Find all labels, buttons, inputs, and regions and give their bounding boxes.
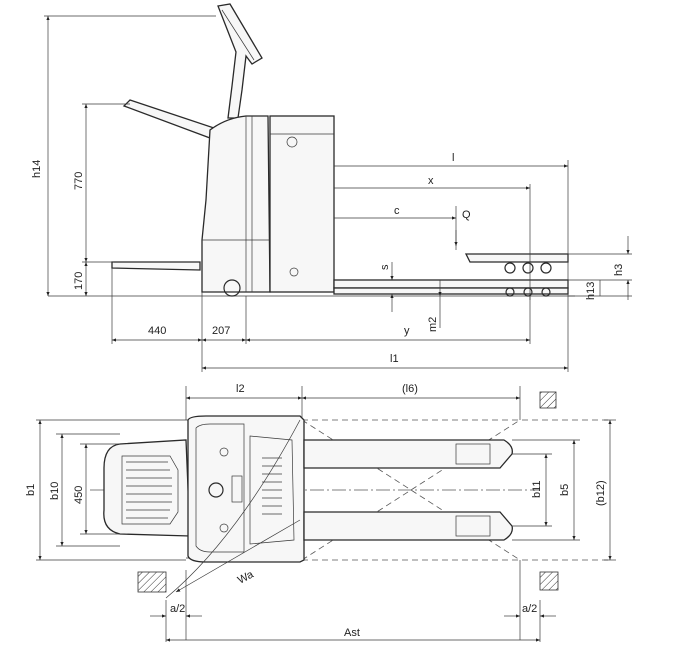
aisle-marker-top-right [539, 391, 557, 409]
top-width-dimensions: b1 b10 450 [25, 419, 186, 561]
b10-label: b10 [49, 482, 61, 500]
side-small-dimensions: s m2 [379, 262, 442, 332]
side-view: h14 770 170 l x c Q s [31, 3, 632, 372]
l6-label: (l6) [402, 383, 418, 395]
side-right-dimensions: h3 h13 [568, 236, 632, 300]
forks-top [303, 439, 513, 541]
c-label: c [394, 205, 400, 217]
h14-label: h14 [31, 160, 43, 178]
Wa-label: Wa [236, 568, 257, 587]
top-view: l2 (l6) [25, 383, 616, 642]
side-bottom-dimensions: 440 207 y l1 [111, 268, 569, 372]
operator-platform [111, 261, 201, 271]
dim-207-label: 207 [212, 325, 230, 337]
dim-770-label: 770 [73, 172, 85, 190]
b5-label: b5 [559, 484, 571, 496]
top-length-dimensions: l2 (l6) [185, 383, 521, 420]
b11-label: b11 [531, 480, 543, 498]
a2-right-label: a/2 [522, 603, 537, 615]
dim-440-label: 440 [148, 325, 166, 337]
dim-450-label: 450 [73, 486, 85, 504]
side-vertical-dimensions: h14 770 170 [31, 15, 216, 296]
Q-label: Q [462, 209, 471, 221]
h3-label: h3 [613, 264, 625, 276]
m2-label: m2 [427, 317, 439, 332]
chassis-top [187, 415, 305, 563]
b12-label: (b12) [595, 480, 607, 506]
l2-label: l2 [236, 383, 245, 395]
top-fork-dimensions: b11 b5 (b12) [512, 419, 616, 561]
aisle-marker-bottom-left [137, 571, 167, 593]
aisle-dimensions: a/2 a/2 Ast [150, 600, 556, 642]
aisle-marker-bottom-right [539, 571, 559, 591]
a2-left-label: a/2 [170, 603, 185, 615]
s-label: s [379, 264, 391, 270]
x-label: x [428, 175, 434, 187]
l1-label: l1 [390, 353, 399, 365]
Ast-label: Ast [344, 627, 360, 639]
side-top-dimensions: l x c Q [334, 152, 569, 300]
y-label: y [404, 325, 410, 337]
b1-label: b1 [25, 484, 37, 496]
truck-body-side [201, 115, 335, 297]
l-label: l [452, 152, 454, 164]
operator-platform-top [103, 439, 191, 537]
forks-side [333, 253, 569, 297]
dim-170-label: 170 [73, 272, 85, 290]
h13-label: h13 [585, 282, 597, 300]
